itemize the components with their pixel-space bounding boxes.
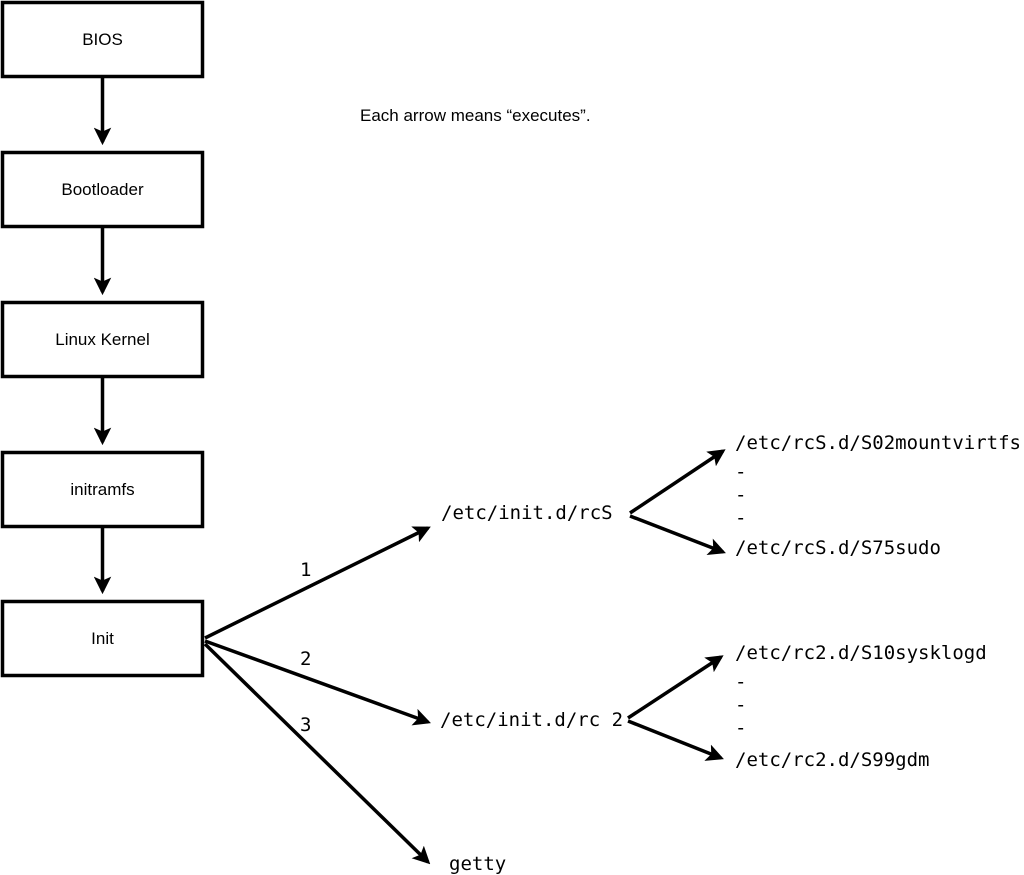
rcs-ellipsis-dash-3: -: [735, 507, 746, 529]
arrow-init-to-getty: [203, 642, 431, 865]
rc2-ellipsis: - - -: [735, 671, 746, 739]
rcs-ellipsis-dash-1: -: [735, 461, 746, 483]
label-rcs-last-script: /etc/rcS.d/S75sudo: [735, 537, 941, 559]
edge-number-2: 2: [300, 648, 311, 670]
label-getty: getty: [449, 853, 506, 875]
label-rcs-first-script: /etc/rcS.d/S02mountvirtfs: [735, 432, 1021, 454]
node-initramfs[interactable]: initramfs: [0, 450, 205, 529]
rc2-ellipsis-dash-1: -: [735, 671, 746, 693]
arrow-rc2-to-last-script: [627, 719, 724, 761]
node-bootloader-label: Bootloader: [61, 180, 144, 199]
node-bootloader[interactable]: Bootloader: [0, 150, 205, 229]
rcs-ellipsis-dash-2: -: [735, 484, 746, 506]
node-init[interactable]: Init: [0, 599, 205, 678]
node-initramfs-label: initramfs: [70, 480, 134, 499]
label-init-d-rc2: /etc/init.d/rc 2: [440, 709, 623, 731]
label-rc2-first-script: /etc/rc2.d/S10sysklogd: [735, 642, 987, 664]
arrow-init-to-rc2: [204, 639, 431, 726]
rcs-ellipsis: - - -: [735, 461, 746, 529]
label-init-d-rcs: /etc/init.d/rcS: [441, 502, 613, 524]
node-linux-kernel[interactable]: Linux Kernel: [0, 300, 205, 379]
arrow-rcs-to-last-script: [629, 514, 726, 555]
node-bios[interactable]: BIOS: [0, 0, 205, 79]
arrow-init-to-rcs: [204, 526, 431, 640]
edge-number-1: 1: [300, 559, 311, 581]
node-linux-kernel-label: Linux Kernel: [55, 330, 150, 349]
node-bios-label: BIOS: [82, 30, 123, 49]
edge-number-3: 3: [300, 714, 311, 736]
diagram-caption: Each arrow means “executes”.: [360, 106, 591, 125]
arrow-rc2-to-first-script: [627, 655, 724, 720]
rc2-ellipsis-dash-3: -: [735, 717, 746, 739]
node-init-label: Init: [91, 629, 114, 648]
arrow-rcs-to-first-script: [629, 449, 726, 515]
rc2-ellipsis-dash-2: -: [735, 694, 746, 716]
label-rc2-last-script: /etc/rc2.d/S99gdm: [735, 749, 929, 771]
